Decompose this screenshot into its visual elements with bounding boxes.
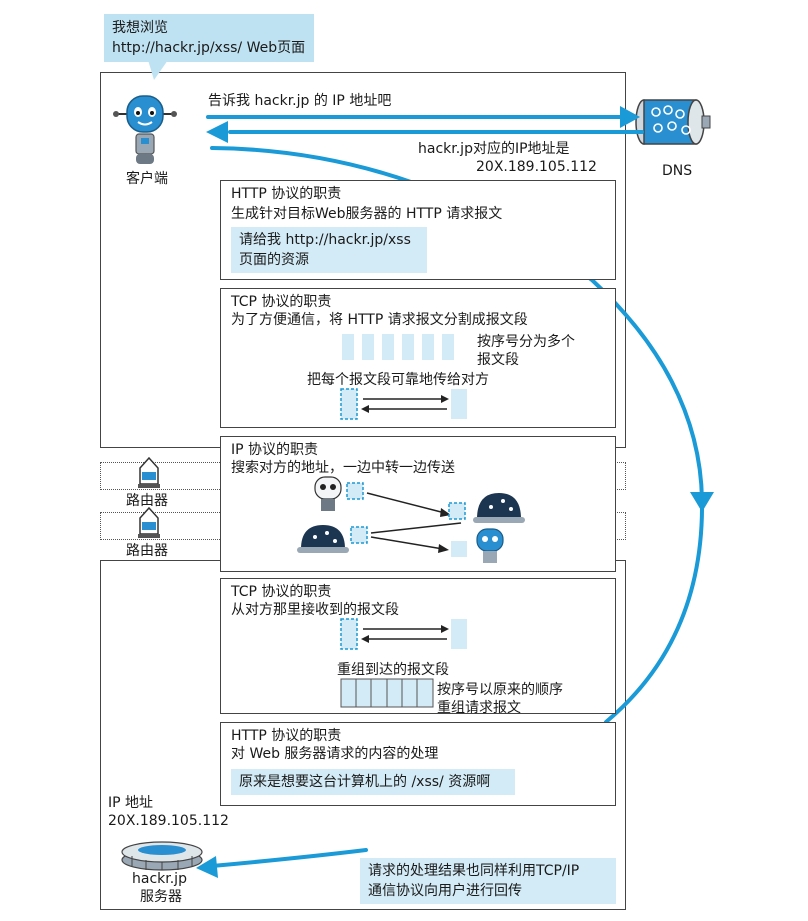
segments-label-line1: 按序号分为多个 (477, 334, 575, 350)
result-note-line1: 请求的处理结果也同样利用TCP/IP (368, 863, 580, 879)
tcp-receive-panel: TCP 协议的职责 从对方那里接收到的报文段 重组到达的报文段 按序号以原来的顺… (220, 578, 616, 716)
dome-icon-right (473, 493, 525, 523)
tcp-split-desc: 为了方便通信，将 HTTP 请求报文分割成报文段 (231, 312, 528, 328)
robot-icon-small (314, 476, 342, 511)
dns-response-label-line2: 20X.189.105.112 (476, 159, 597, 175)
router-icon-2 (138, 506, 160, 538)
response-flow-curve (210, 848, 368, 868)
server-icon (121, 841, 203, 871)
ip-routing-diagram (297, 476, 525, 563)
dns-request-label: 告诉我 hackr.jp 的 IP 地址吧 (208, 93, 392, 109)
http-request-desc: 生成针对目标Web服务器的 HTTP 请求报文 (231, 206, 503, 222)
ip-panel-title: IP 协议的职责 (231, 442, 319, 458)
server-ip-label-line2: 20X.189.105.112 (108, 813, 229, 829)
segment-blocks (340, 332, 456, 362)
reassemble-label: 重组到达的报文段 (337, 662, 449, 678)
receive-transfer-diagram (340, 618, 467, 650)
tcp-receive-title: TCP 协议的职责 (231, 584, 332, 600)
reassembled-block (340, 678, 434, 708)
http-process-desc: 对 Web 服务器请求的内容的处理 (231, 746, 439, 762)
speech-bubble: 我想浏览 http://hackr.jp/xss/ Web页面 (104, 14, 314, 62)
dome-icon-left (297, 525, 349, 553)
ip-panel-desc: 搜索对方的地址，一边中转一边传送 (231, 460, 455, 476)
speech-bubble-line2: http://hackr.jp/xss/ Web页面 (112, 40, 306, 56)
http-process-panel: HTTP 协议的职责 对 Web 服务器请求的内容的处理 原来是想要这台计算机上… (220, 722, 616, 806)
http-request-note: 请给我 http://hackr.jp/xss 页面的资源 (231, 227, 427, 273)
tcp-receive-desc: 从对方那里接收到的报文段 (231, 602, 399, 618)
segments-label-line2: 报文段 (477, 352, 519, 368)
http-process-note: 原来是想要这台计算机上的 /xss/ 资源啊 (231, 769, 515, 795)
server-ip-label-line1: IP 地址 (108, 795, 154, 811)
server-label-line1: hackr.jp (132, 871, 187, 887)
http-request-note-line1: 请给我 http://hackr.jp/xss (239, 232, 411, 248)
dns-label: DNS (662, 163, 693, 179)
reliable-transfer-diagram (340, 388, 467, 420)
reliable-label: 把每个报文段可靠地传给对方 (307, 372, 489, 388)
result-note-line2: 通信协议向用户进行回传 (368, 883, 522, 899)
robot-icon-blue (476, 528, 504, 563)
tcp-split-title: TCP 协议的职责 (231, 294, 332, 310)
http-request-note-line2: 页面的资源 (239, 252, 309, 268)
dns-response-label-line1: hackr.jp对应的IP地址是 (418, 141, 570, 157)
speech-bubble-tail (148, 60, 168, 80)
http-request-panel: HTTP 协议的职责 生成针对目标Web服务器的 HTTP 请求报文 请给我 h… (220, 180, 616, 280)
speech-bubble-line1: 我想浏览 (112, 20, 168, 36)
router-label-1: 路由器 (126, 493, 168, 509)
order-label-line2: 重组请求报文 (437, 700, 521, 716)
ip-panel: IP 协议的职责 搜索对方的地址，一边中转一边传送 (220, 436, 616, 572)
router-icon-1 (138, 456, 160, 488)
client-robot-icon (113, 95, 177, 164)
dns-server-icon (635, 99, 711, 145)
result-note: 请求的处理结果也同样利用TCP/IP 通信协议向用户进行回传 (360, 858, 616, 904)
order-label-line1: 按序号以原来的顺序 (437, 682, 563, 698)
server-label-line2: 服务器 (140, 889, 182, 905)
http-request-title: HTTP 协议的职责 (231, 186, 342, 202)
tcp-split-panel: TCP 协议的职责 为了方便通信，将 HTTP 请求报文分割成报文段 按序号分为… (220, 288, 616, 428)
request-flow-curve (210, 146, 705, 724)
http-process-title: HTTP 协议的职责 (231, 728, 342, 744)
client-label: 客户端 (126, 171, 168, 187)
router-label-2: 路由器 (126, 543, 168, 559)
